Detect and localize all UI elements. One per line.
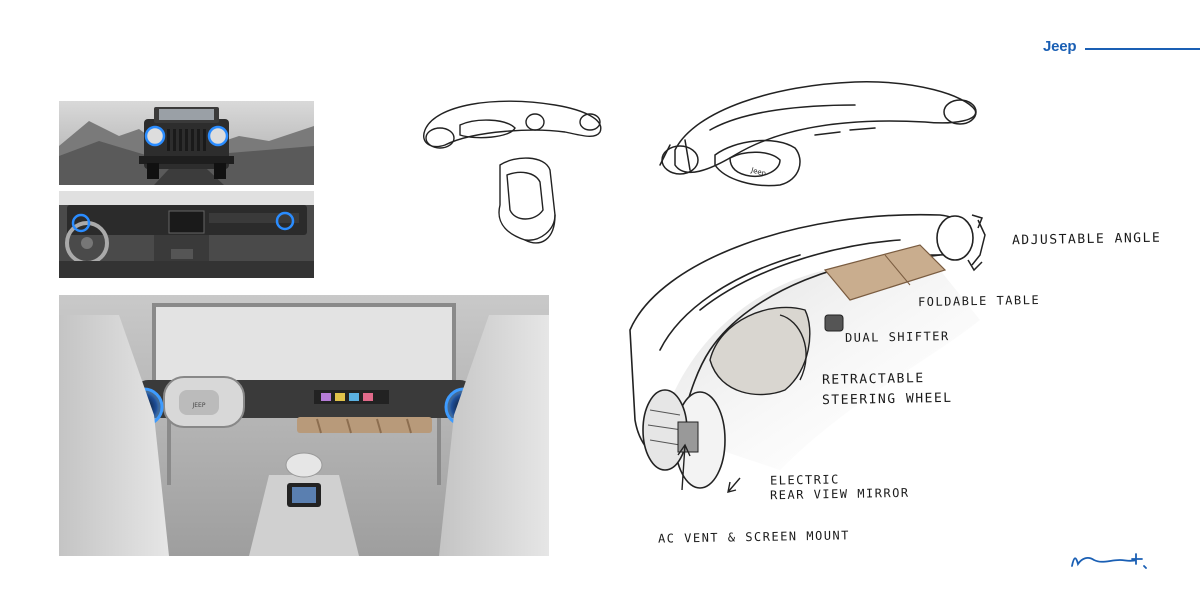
concept-interior-render: JEEP xyxy=(59,295,549,556)
label-electric: ELECTRIC xyxy=(769,472,840,488)
designer-signature xyxy=(1071,553,1147,569)
label-ac-vent-screen-mount: AC VENT & SCREEN MOUNT xyxy=(657,528,851,546)
label-rear-view-mirror: REAR VIEW MIRROR xyxy=(769,485,910,503)
brand-header: Jeep xyxy=(1040,38,1200,62)
label-foldable-table: FOLDABLE TABLE xyxy=(917,292,1041,310)
jeep-interior-photo xyxy=(59,191,314,278)
label-dual-shifter: DUAL SHIFTER xyxy=(844,329,950,345)
brand-logo-text: Jeep xyxy=(1043,38,1077,55)
brand-divider-line xyxy=(1085,48,1200,50)
render-wheel-logo: JEEP xyxy=(192,402,206,409)
annotated-dashboard-sketch xyxy=(629,213,986,493)
label-retractable: RETRACTABLE xyxy=(821,371,925,388)
dashboard-concept-sketch-small xyxy=(423,100,602,244)
jeep-front-photo xyxy=(59,101,314,185)
label-adjustable-angle: ADJUSTABLE ANGLE xyxy=(1011,230,1162,249)
dashboard-concept-sketch-large: Jeep xyxy=(659,81,977,187)
label-steering-wheel: STEERING WHEEL xyxy=(821,390,953,409)
